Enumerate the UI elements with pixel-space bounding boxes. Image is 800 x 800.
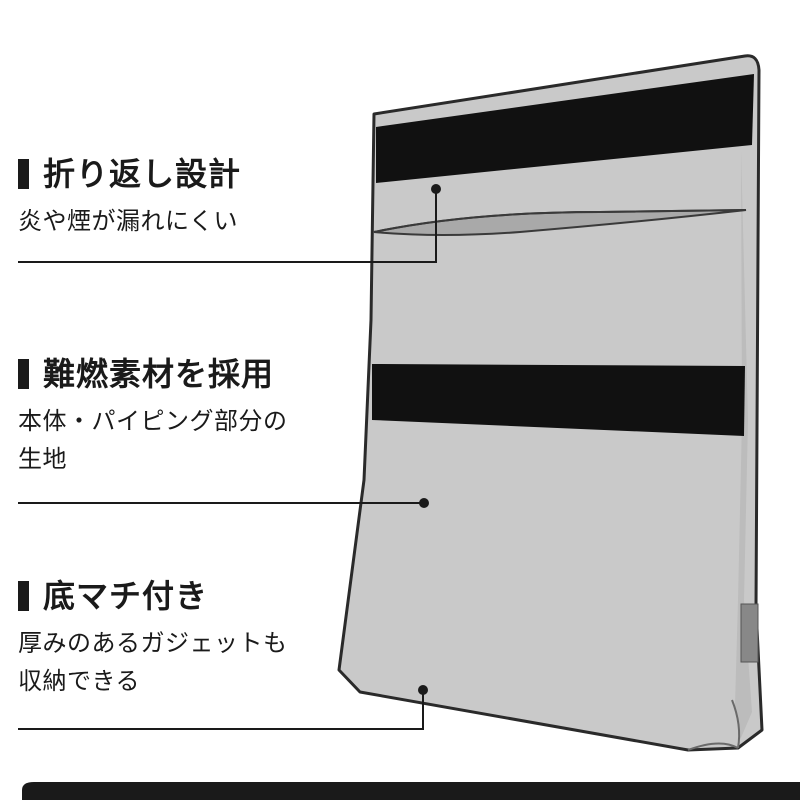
bottom-dark-bar xyxy=(22,782,800,800)
feature-flame-retardant: 難燃素材を採用 本体・パイピング部分の 生地 xyxy=(18,354,288,478)
callout-dot-fold xyxy=(431,184,441,194)
heading-marker xyxy=(18,159,29,189)
callout-dot-gusset xyxy=(418,685,428,695)
feature-title: 折り返し設計 xyxy=(43,155,242,193)
feature-heading: 底マチ付き xyxy=(18,576,288,616)
feature-description: 本体・パイピング部分の 生地 xyxy=(18,402,288,478)
feature-title: 難燃素材を採用 xyxy=(43,355,275,393)
feature-heading: 難燃素材を採用 xyxy=(18,354,288,394)
feature-title: 底マチ付き xyxy=(43,577,209,615)
callout-dot-material xyxy=(419,498,429,508)
feature-bottom-gusset: 底マチ付き 厚みのあるガジェットも 収納できる xyxy=(18,576,288,700)
bag-side-gusset xyxy=(735,150,752,740)
feature-description-line: 炎や煙が漏れにくい xyxy=(18,207,239,235)
heading-marker xyxy=(18,581,29,611)
feature-description: 厚みのあるガジェットも 収納できる xyxy=(18,624,288,700)
feature-description-line: 生地 xyxy=(18,445,67,473)
bag-bottom-fold xyxy=(687,699,741,751)
feature-description-line: 収納できる xyxy=(18,667,141,695)
heading-marker xyxy=(18,359,29,389)
fold-edge-line xyxy=(373,209,747,233)
side-tag xyxy=(740,603,759,663)
feature-description: 炎や煙が漏れにくい xyxy=(18,202,241,240)
feature-description-line: 厚みのあるガジェットも xyxy=(18,629,288,657)
feature-fold-design: 折り返し設計 炎や煙が漏れにくい xyxy=(18,154,241,240)
callout-line-fold xyxy=(18,189,437,263)
middle-band xyxy=(372,364,745,436)
feature-description-line: 本体・パイピング部分の xyxy=(18,407,288,435)
callout-line-gusset xyxy=(18,690,424,730)
fold-flap-band xyxy=(376,74,754,183)
feature-heading: 折り返し設計 xyxy=(18,154,241,194)
